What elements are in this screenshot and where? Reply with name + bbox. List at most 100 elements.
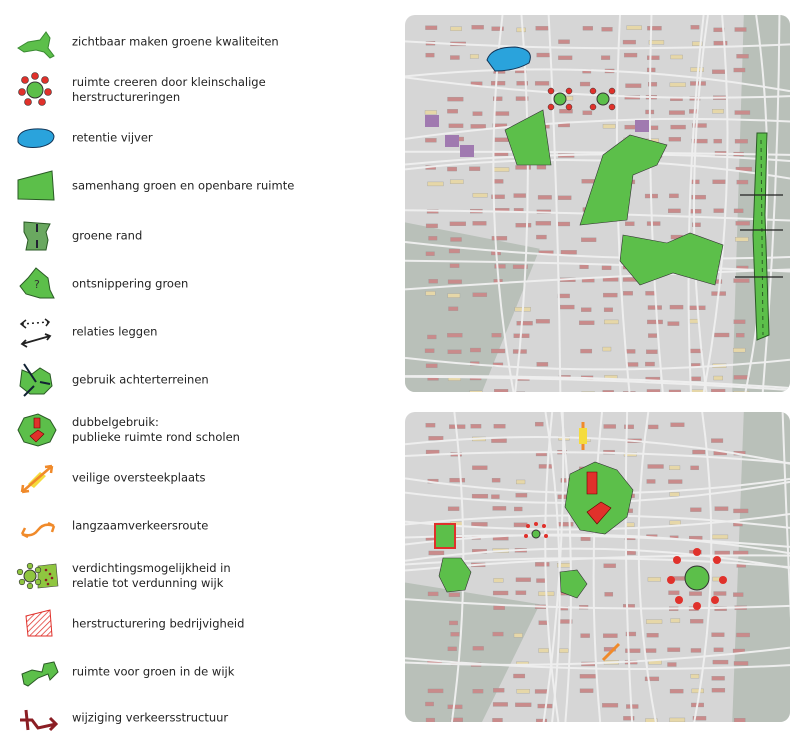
building	[602, 633, 618, 638]
building	[692, 716, 707, 721]
legend-item: herstructurering bedrijvigheid	[0, 604, 390, 644]
building	[514, 506, 523, 512]
double-use-icon	[17, 413, 57, 447]
legend-label: relaties leggen	[72, 324, 158, 339]
building	[668, 479, 683, 484]
building	[622, 39, 636, 45]
building	[602, 346, 612, 352]
building	[515, 165, 531, 170]
building	[625, 550, 636, 555]
building	[670, 618, 681, 623]
building	[470, 124, 486, 129]
building	[493, 424, 506, 429]
building	[624, 424, 634, 429]
legend-item: verdichtingsmogelijkheid in relatie tot …	[0, 556, 390, 596]
building	[734, 718, 746, 722]
building	[692, 41, 703, 46]
building	[579, 81, 591, 87]
building	[647, 464, 664, 469]
map-bottom-neighbourhood	[405, 412, 790, 722]
building	[472, 689, 484, 694]
building	[425, 251, 435, 256]
building	[645, 718, 658, 722]
legend-label: zichtbaar maken groene kwaliteiten	[72, 34, 279, 49]
building	[713, 591, 727, 596]
building	[581, 179, 596, 184]
building	[513, 522, 528, 527]
building	[516, 321, 533, 326]
building	[581, 237, 597, 242]
building	[669, 520, 681, 525]
legend-label: ruimte creeren door kleinschalige herstr…	[72, 75, 266, 104]
building	[644, 676, 660, 682]
building	[493, 167, 510, 172]
building	[558, 522, 574, 527]
building	[647, 55, 660, 60]
building	[669, 717, 686, 722]
building	[691, 138, 708, 144]
building	[582, 110, 593, 115]
building	[646, 619, 663, 624]
building	[603, 563, 616, 568]
building	[601, 55, 611, 60]
building	[494, 179, 504, 184]
building	[450, 26, 462, 31]
building	[604, 319, 619, 325]
building	[626, 362, 639, 367]
building	[735, 221, 750, 226]
building	[425, 138, 437, 143]
building	[733, 319, 746, 324]
building	[733, 592, 744, 597]
building	[516, 27, 526, 33]
building	[604, 592, 614, 597]
building	[425, 423, 436, 428]
building	[580, 633, 590, 638]
legend-item: groene rand	[0, 216, 390, 256]
building	[711, 632, 725, 637]
building	[492, 506, 507, 511]
building	[425, 701, 434, 707]
building	[472, 465, 488, 470]
building	[425, 52, 435, 58]
legend-item: ruimte voor groen in de wijk	[0, 652, 390, 692]
building	[534, 81, 550, 86]
building	[494, 111, 510, 116]
legend-label: gebruik achterterreinen	[72, 372, 209, 387]
building	[535, 421, 544, 427]
building	[670, 422, 685, 427]
building	[425, 449, 440, 455]
building	[712, 179, 726, 184]
business-restructuring-icon	[25, 609, 53, 637]
building	[714, 506, 729, 511]
building	[601, 27, 613, 32]
legend-label: groene rand	[72, 228, 143, 243]
building	[424, 110, 437, 115]
legend-label: dubbelgebruik: publieke ruimte rond scho…	[72, 415, 240, 444]
building	[428, 279, 438, 284]
green-quality-icon	[17, 31, 55, 59]
building	[736, 179, 749, 185]
building	[536, 52, 551, 58]
building	[425, 717, 435, 722]
legend-item: gebruik achterterreinen	[0, 360, 390, 400]
building	[448, 306, 459, 311]
green-area	[504, 109, 552, 166]
green-space-arrow-icon	[21, 661, 59, 687]
building	[667, 662, 677, 667]
building	[516, 689, 530, 694]
legend-item: relaties leggen	[0, 312, 390, 352]
building	[624, 52, 638, 58]
building	[470, 347, 481, 353]
building	[450, 632, 460, 637]
building	[491, 348, 506, 354]
building	[711, 438, 724, 443]
building	[515, 493, 528, 498]
building	[668, 208, 681, 214]
building	[646, 389, 661, 392]
legend-item: langzaamverkeersroute	[0, 506, 390, 546]
building	[648, 333, 658, 338]
building	[492, 718, 503, 722]
building	[669, 465, 681, 470]
building	[557, 221, 571, 227]
building	[733, 661, 749, 666]
